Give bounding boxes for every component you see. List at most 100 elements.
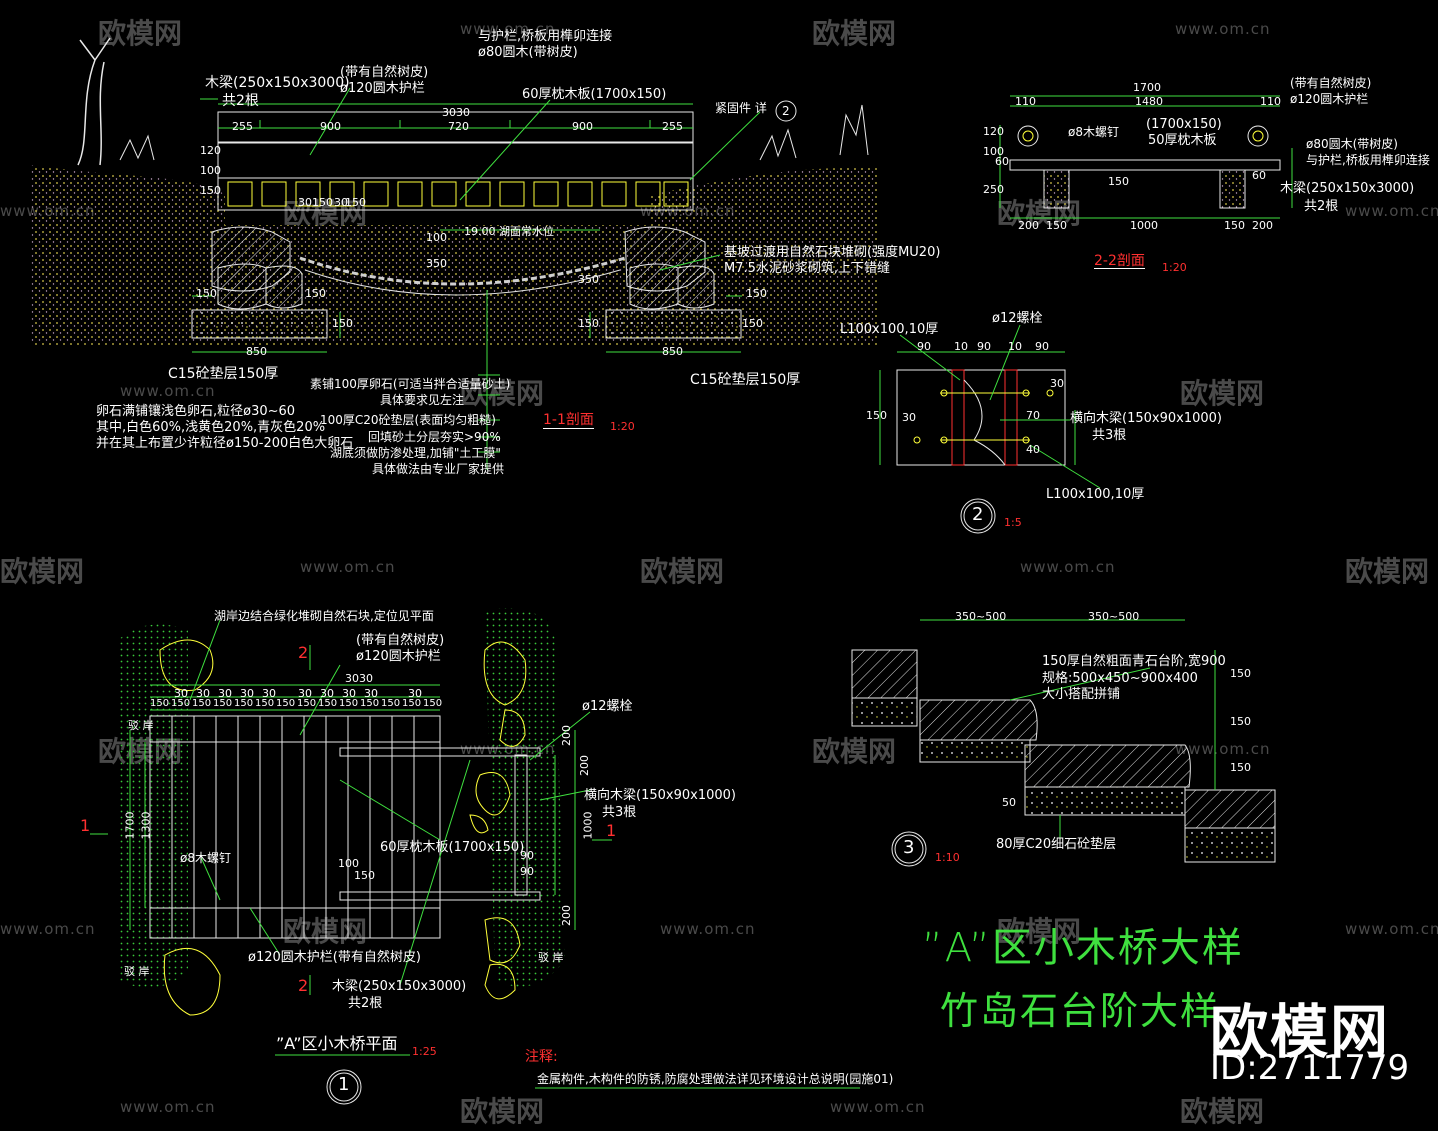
dim-mid: 150 [354, 869, 375, 882]
plan-scale: 1:25 [412, 1045, 437, 1058]
dim-bottom: 150 [1224, 219, 1245, 232]
dim-1700: 1700 [1133, 81, 1161, 94]
foundation-right: C15砼垫层150厚 [690, 372, 801, 388]
dim-side: 200 [560, 905, 573, 926]
section-1-1-scale: 1:20 [610, 420, 635, 433]
rail-note: (带有自然树皮) [1290, 76, 1372, 90]
layer-3: 回填砂土分层夯实>90% [368, 430, 501, 444]
pebble-note-1: 卵石满铺镶浅色卵石,粒径ø30~60 [96, 404, 296, 419]
beam-count: 共2根 [1304, 199, 1339, 214]
dim: 30 [902, 411, 916, 424]
dim-side: 200 [560, 725, 573, 746]
dim-3030: 3030 [442, 106, 470, 119]
rail-note: (带有自然树皮) [356, 633, 445, 648]
dim-150: 150 [150, 698, 170, 709]
beam-label: 木梁(250x150x3000) [1280, 181, 1415, 196]
dim-150: 150 [234, 698, 254, 709]
dim-foot: 150 [742, 317, 763, 330]
dim-110: 110 [1015, 95, 1036, 108]
rail-note: (带有自然树皮) [340, 65, 429, 80]
section-2-2-scale: 1:20 [1162, 261, 1187, 274]
edge-note: 湖岸边结合绿化堆砌自然石块,定位见平面 [214, 609, 434, 623]
deck-label: 60厚枕木板(1700x150) [380, 840, 525, 855]
dim-30: 30 [218, 687, 232, 700]
watermark-logo: 欧模网 [812, 17, 897, 50]
detail-ref-no: 2 [782, 104, 790, 118]
angle-bottom: L100x100,10厚 [1046, 487, 1145, 502]
watermark-logo: 欧模网 [460, 1095, 545, 1128]
plan-title: ”A”区小木桥平面 [276, 1034, 398, 1053]
dim-side: 100 [200, 164, 221, 177]
brand-logo: 欧模网 [1210, 998, 1391, 1066]
base-label: 80厚C20细石砼垫层 [996, 837, 1117, 852]
dim-post: 30 [334, 196, 348, 209]
plan-number: 1 [338, 1074, 350, 1095]
cut-mark-1: 1 [80, 816, 91, 835]
dim-30: 30 [174, 687, 188, 700]
dim: 40 [1026, 443, 1040, 456]
dim-30: 30 [240, 687, 254, 700]
dim-30: 30 [408, 687, 422, 700]
title-line-1: ”A”区小木桥大样 [922, 925, 1244, 971]
dim-150: 150 [360, 698, 380, 709]
dim-150: 150 [423, 698, 443, 709]
dim-side: 250 [983, 183, 1004, 196]
dim-150: 150 [318, 698, 338, 709]
water-label: 19.00 湖面常水位 [464, 225, 554, 238]
deck-label: 60厚枕木板(1700x150) [522, 87, 667, 102]
watermark-url: www.om.cn [1345, 920, 1438, 938]
dim-side: 150 [1108, 175, 1129, 188]
dim-side: 150 [1230, 761, 1251, 774]
watermark-url: www.om.cn [460, 20, 556, 38]
dim-150: 150 [192, 698, 212, 709]
dim-side: 1300 [139, 811, 153, 840]
stone-note-1: 150厚自然粗面青石台阶,宽900 [1042, 654, 1226, 669]
layer-1b: 具体要求见左注 [380, 393, 465, 407]
dim-foot: 150 [578, 317, 599, 330]
dim-side: 120 [983, 125, 1004, 138]
dim-post: 150 [345, 196, 366, 209]
dim-foot: 850 [662, 345, 683, 358]
watermark-logo: 欧模网 [460, 377, 545, 410]
dim: 90 [917, 340, 931, 353]
deck-label: 50厚枕木板 [1148, 133, 1217, 148]
watermark-logo: 欧模网 [1180, 377, 1265, 410]
watermark-url: www.om.cn [120, 1098, 216, 1116]
dim-side: 120 [200, 144, 221, 157]
detail-3-drawing [851, 619, 1276, 867]
rail-label: ø120圆木护栏 [340, 81, 425, 96]
post-note: 与护栏,桥板用榫卯连接 [1306, 153, 1430, 167]
beam-label: 木梁(250x150x3000) [332, 979, 467, 994]
layer-4: 湖底须做防渗处理,加铺"土工膜" [330, 446, 501, 460]
watermark-url: www.om.cn [120, 382, 216, 400]
brand-backdrop [1200, 985, 1410, 1095]
dim-150: 150 [276, 698, 296, 709]
cross-beam: 横向木梁(150x90x1000) [1070, 411, 1222, 426]
section-2-2-drawing [999, 95, 1293, 219]
stone-note-2: 规格:500x450~900x400 [1042, 671, 1198, 686]
dim-side: 1000 [581, 811, 595, 840]
brand-id: ID:2711779 [1210, 1048, 1410, 1088]
dim: 90 [977, 340, 991, 353]
section-1-1-title: 1-1剖面 [543, 413, 594, 429]
pebble-note-3: 并在其上布置少许粒径ø150-200白色大卵石 [96, 436, 354, 451]
masonry-2: M7.5水泥砂浆砌筑,上下错缝 [724, 261, 891, 276]
section-2-2-title: 2-2剖面 [1094, 253, 1145, 269]
cut-mark-2: 2 [298, 976, 309, 995]
dim-bottom: 150 [1046, 219, 1067, 232]
dim-mid: 100 [338, 857, 359, 870]
dim-top: 350~500 [1088, 610, 1140, 623]
dim-30: 30 [298, 687, 312, 700]
rail-label: ø120圆木护栏 [356, 649, 441, 664]
watermark-url: www.om.cn [1345, 202, 1438, 220]
dim-900: 900 [320, 120, 341, 133]
stone-note-3: 大小搭配拼铺 [1042, 687, 1121, 702]
dim-side: 100 [983, 145, 1004, 158]
watermark-url: www.om.cn [1020, 558, 1116, 576]
detail-2-number: 2 [972, 504, 984, 525]
dim-side: 150 [1230, 715, 1251, 728]
shore-label: 驳 岸 [538, 951, 564, 964]
dim-bottom: 1000 [1130, 219, 1158, 232]
dim-150: 150 [402, 698, 422, 709]
